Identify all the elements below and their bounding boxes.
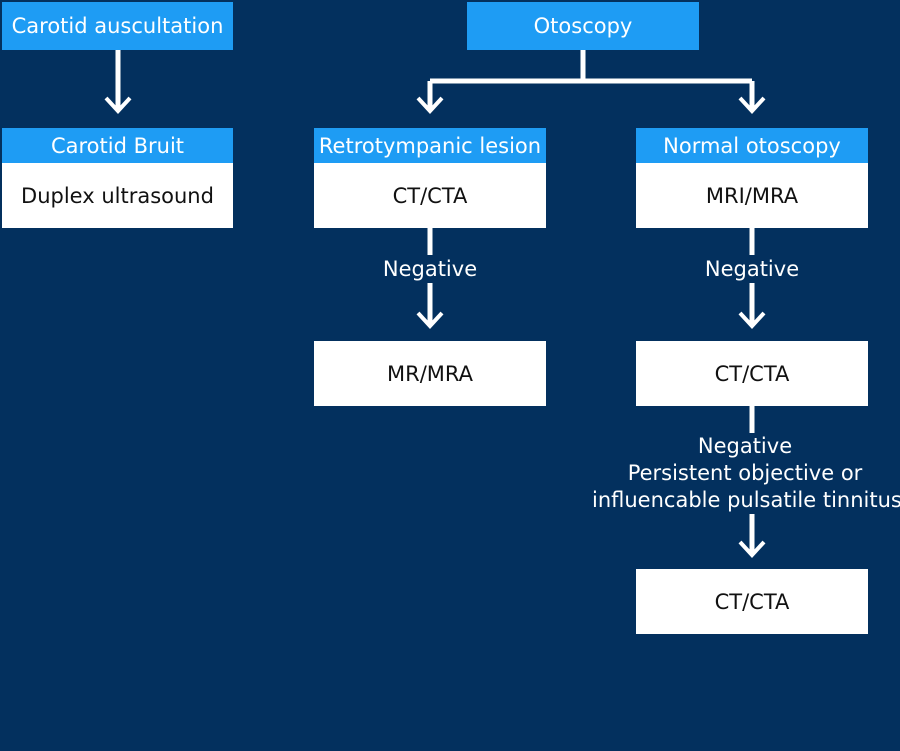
otoscopy-label: Otoscopy <box>533 14 633 38</box>
retrotympanic-lesion-label: Retrotympanic lesion <box>318 133 542 158</box>
arrowhead <box>416 311 444 329</box>
arrowhead <box>738 311 766 329</box>
mri-mra-label: MRI/MRA <box>705 183 799 208</box>
negative-persistent-label: Negative Persistent objective or influen… <box>592 433 900 514</box>
arrowhead <box>104 96 132 114</box>
ct-cta-box-a: CT/CTA <box>314 163 546 228</box>
arrowhead <box>416 96 444 114</box>
ct-cta-label-a: CT/CTA <box>392 183 468 208</box>
persistent-line: Persistent objective or <box>627 461 863 485</box>
arrowhead <box>738 96 766 114</box>
normal-otoscopy-label: Normal otoscopy <box>663 133 841 158</box>
negative-label-a: Negative <box>370 255 490 283</box>
normal-otoscopy-header: Normal otoscopy <box>636 128 868 163</box>
mr-mra-box: MR/MRA <box>314 341 546 406</box>
duplex-ultrasound-box: Duplex ultrasound <box>2 163 233 228</box>
mr-mra-label: MR/MRA <box>386 361 473 386</box>
negative-line: Negative <box>697 434 793 458</box>
pulsatile-tinnitus-line: influencable pulsatile tinnitus <box>592 488 900 512</box>
ct-cta-label-b: CT/CTA <box>714 361 790 386</box>
arrowhead <box>738 540 766 558</box>
carotid-bruit-label: Carotid Bruit <box>50 133 185 158</box>
carotid-auscultation-box: Carotid auscultation <box>2 2 233 50</box>
retrotympanic-lesion-header: Retrotympanic lesion <box>314 128 546 163</box>
carotid-bruit-header: Carotid Bruit <box>2 128 233 163</box>
carotid-auscultation-label: Carotid auscultation <box>11 14 224 38</box>
final-ct-cta-box: CT/CTA <box>636 569 868 634</box>
final-ct-cta-label: CT/CTA <box>714 589 790 614</box>
duplex-ultrasound-label: Duplex ultrasound <box>21 183 214 208</box>
ct-cta-box-b: CT/CTA <box>636 341 868 406</box>
mri-mra-box: MRI/MRA <box>636 163 868 228</box>
otoscopy-box: Otoscopy <box>467 2 699 50</box>
negative-label-b: Negative <box>692 255 812 283</box>
